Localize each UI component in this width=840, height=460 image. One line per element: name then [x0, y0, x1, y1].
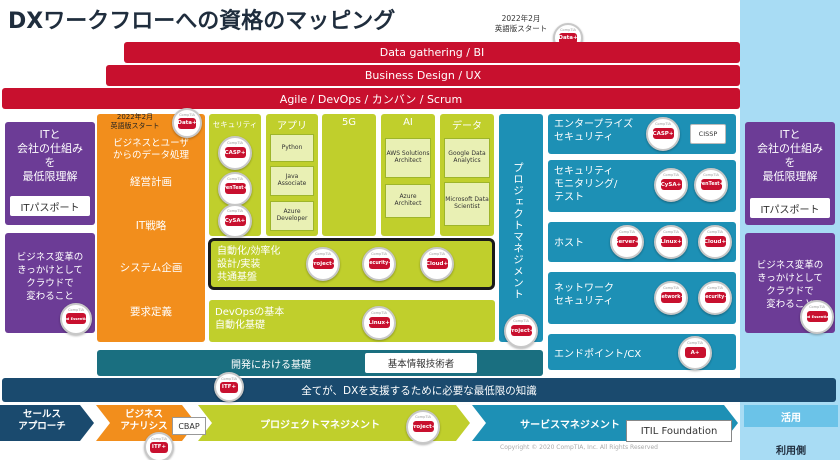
cloud-plus-badge-auto: CompTIA Cloud+	[420, 247, 454, 281]
casp-badge-security: CompTIA CASP+	[218, 136, 252, 170]
ai-item-aws: AWS Solutions Architect	[385, 138, 431, 178]
app-item-python: Python	[270, 134, 314, 162]
cbap-badge: CBAP	[172, 417, 206, 435]
data-plus-badge-left: CompTIA Data+	[172, 108, 202, 138]
left-purple-panel: ITと 会社の仕組み を 最低限理解 ITパスポート	[5, 122, 95, 225]
app-item-azure-dev: Azure Developer	[270, 201, 314, 231]
orange-item-2: システム企画	[119, 261, 183, 274]
cysa-badge-security: CompTIA CySA+	[218, 204, 252, 238]
network-plus-badge: CompTIA Network+	[654, 281, 688, 315]
itil-badge: ITIL Foundation	[626, 420, 732, 442]
right-purple-panel: ITと 会社の仕組み を 最低限理解 ITパスポート	[745, 122, 835, 225]
user-side-label: 利用側	[776, 445, 806, 457]
service-arrow-label: サービスマネジメント	[520, 419, 620, 431]
cysa-badge-monitoring: CompTIA CySA+	[654, 168, 688, 202]
ai-item-azure-arch: Azure Architect	[385, 184, 431, 218]
orange-item-0: 経営計画	[130, 175, 172, 188]
pm-arrow-label: プロジェクトマネジメント	[260, 419, 380, 431]
band-business-design: Business Design / UX	[106, 65, 740, 86]
linux-plus-badge-host: CompTIA Linux+	[654, 225, 688, 259]
band-agile: Agile / DevOps / カンバン / Scrum	[2, 88, 740, 109]
pentest-badge-monitoring: CompTIA PenTest+	[694, 168, 728, 202]
cloud-plus-badge-host: CompTIA Cloud+	[698, 225, 732, 259]
orange-item-1: IT戦略	[135, 219, 167, 232]
page-title: DXワークフローへの資格のマッピング	[8, 9, 396, 34]
app-item-java: Java Associate	[270, 166, 314, 196]
casp-badge-enterprise: CompTIA CASP+	[646, 117, 680, 151]
server-plus-badge: CompTIA Server+	[610, 225, 644, 259]
fiveg-column: 5G	[322, 114, 376, 236]
arrow-katsuyo-block	[744, 405, 838, 427]
cloud-essentials-badge-left: CompTIA Cloud Essentials+	[60, 303, 92, 335]
sales-label: セールス アプローチ	[18, 409, 66, 432]
security-plus-badge-network: CompTIA Security+	[698, 281, 732, 315]
business-analysis-label: ビジネス アナリシス	[120, 409, 168, 432]
data-item-microsoft: Microsoft Data Scientist	[444, 182, 490, 226]
pentest-badge-security: CompTIA PenTest+	[218, 172, 252, 206]
kihon-badge: 基本情報技術者	[365, 353, 477, 373]
app-column: アプリ Python Java Associate Azure Develope…	[266, 114, 318, 236]
ai-column: AI AWS Solutions Architect Azure Archite…	[381, 114, 435, 236]
copyright-text: Copyright © 2020 CompTIA, Inc. All Right…	[500, 444, 658, 451]
arrow-project-management	[198, 405, 470, 441]
band-dev-base: 開発における基礎 基本情報技術者	[97, 350, 543, 376]
linux-plus-badge-devops: CompTIA Linux+	[362, 306, 396, 340]
orange-item-3: 要求定義	[130, 305, 172, 318]
release-note-top: 2022年2月 英語版スタート	[494, 14, 548, 33]
it-passport-left: ITパスポート	[10, 196, 90, 216]
cloud-essentials-badge-right: CompTIA Cloud Essentials+	[800, 300, 834, 334]
project-plus-badge-pm: CompTIA Project+	[504, 314, 538, 348]
data-item-google: Google Data Analytics	[444, 138, 490, 178]
katsuyo-label: 活用	[781, 412, 801, 424]
devops-box: DevOpsの基本 自動化基礎	[209, 300, 495, 342]
it-passport-right: ITパスポート	[750, 198, 830, 218]
itf-plus-badge-top: CompTIA ITF+	[214, 372, 244, 402]
project-plus-badge-auto: CompTIA Project+	[306, 247, 340, 281]
aplus-badge: CompTIA A+	[678, 336, 712, 370]
cissp-badge: CISSP	[690, 124, 726, 144]
itf-plus-badge-bottom: CompTIA ITF+	[144, 432, 174, 460]
security-plus-badge-auto: CompTIA Security+	[362, 247, 396, 281]
bottom-arrow-row	[0, 405, 838, 441]
release-note-left: 2022年2月 英語版スタート	[110, 113, 160, 130]
arrow-business-analysis	[96, 405, 196, 441]
data-column: データ Google Data Analytics Microsoft Data…	[440, 114, 494, 236]
pm-vertical-column: プロジェクトマネジメント	[499, 114, 543, 342]
band-all-baseline: 全てが、DXを支援するために必要な最低限の知識	[2, 378, 836, 402]
arrow-sales	[0, 405, 94, 441]
automation-box: 自動化/効率化 設計/実装 共通基盤	[208, 238, 495, 290]
orange-business-panel: ビジネスとユーザ からのデータ処理 経営計画 IT戦略 システム企画 要求定義	[97, 114, 205, 342]
band-data-gathering: Data gathering / BI	[124, 42, 740, 63]
project-plus-badge-bottom: CompTIA Project+	[406, 410, 440, 444]
